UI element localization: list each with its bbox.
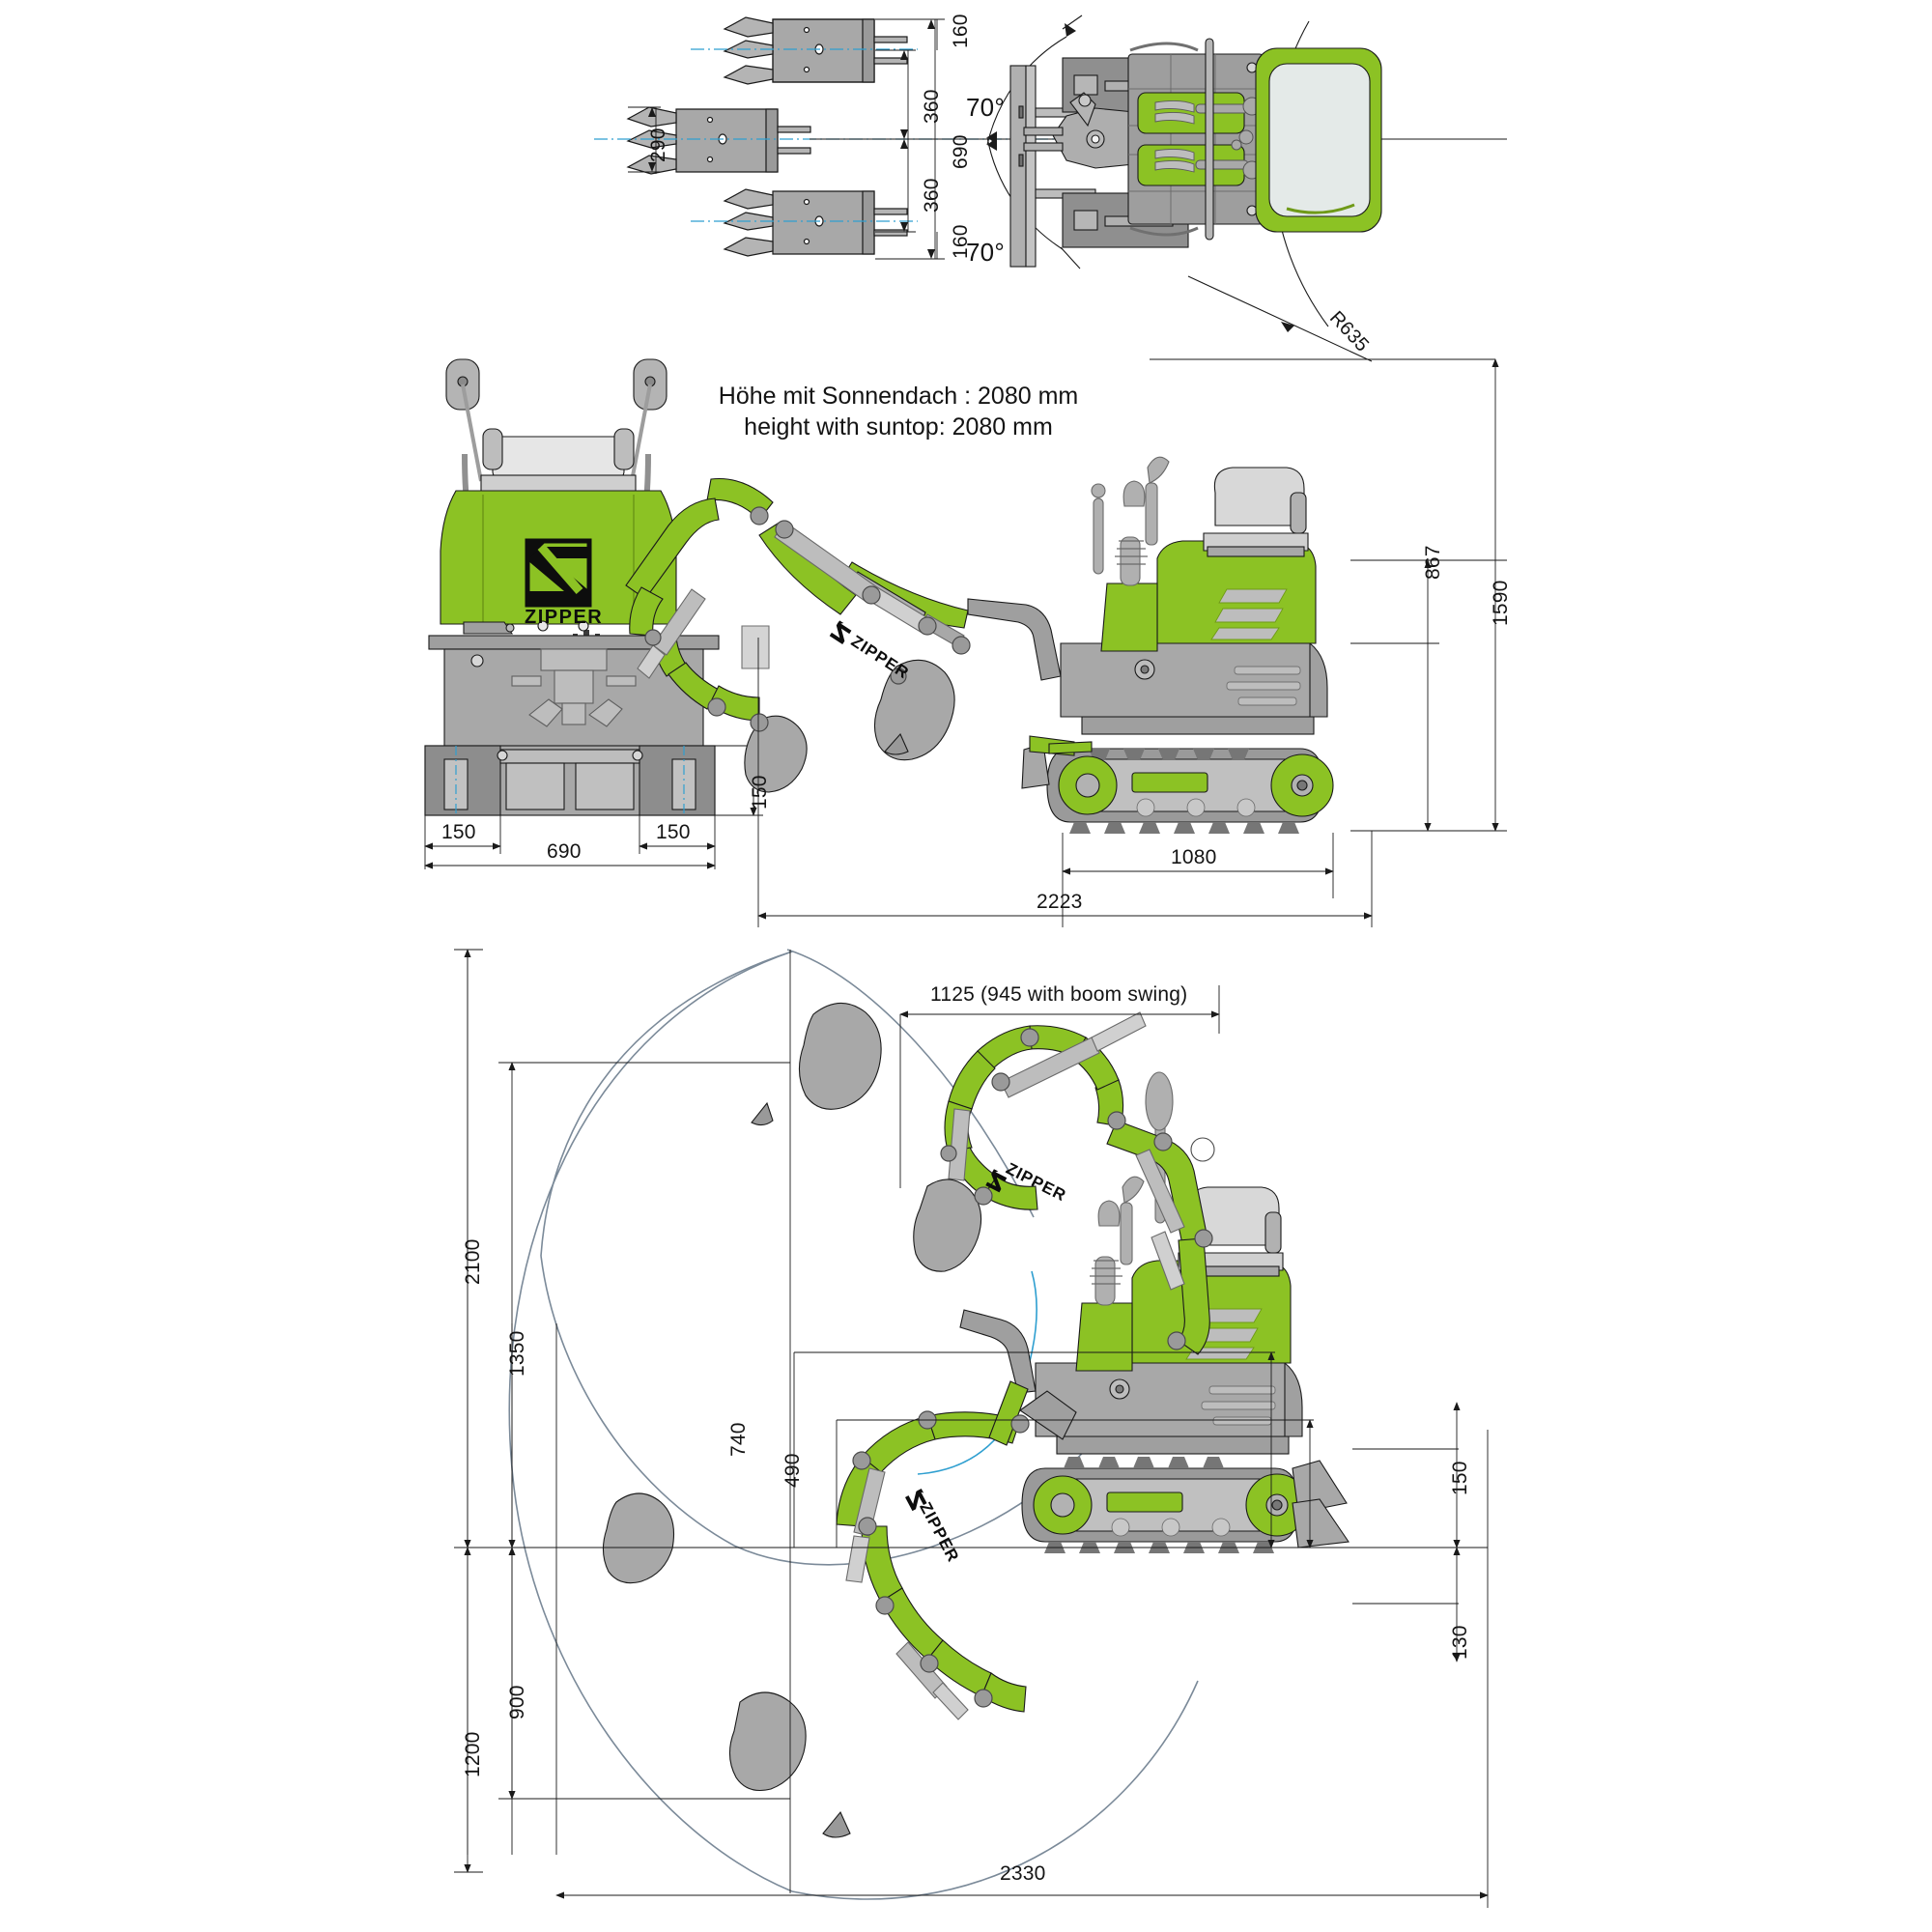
suntop-note-en: height with suntop: 2080 mm [744, 413, 1053, 440]
range-dimension-lines [454, 949, 1489, 1908]
dim-track-width-left: 150 [441, 821, 476, 843]
dim-boom-swing-width: 1125 (945 with boom swing) [930, 983, 1188, 1006]
dim-bucket-top-offset: 160 [950, 14, 972, 48]
dim-swing-angle-upper: 70° [966, 93, 1005, 122]
side-boom [625, 477, 1062, 793]
dim-overall-width: 690 [547, 840, 582, 863]
dim-max-reach: 2330 [1000, 1862, 1046, 1885]
dim-max-dump-height: 1350 [506, 1330, 528, 1377]
suntop-note-de: Höhe mit Sonnendach : 2080 mm [718, 383, 1079, 410]
dim-bucket-center-to-bottom: 360 [921, 178, 943, 213]
dim-blade-lift-height: 150 [1449, 1461, 1471, 1495]
dim-reach-490: 490 [781, 1453, 804, 1488]
dim-cabin-height: 867 [1422, 545, 1444, 580]
dim-max-dig-height: 2100 [462, 1238, 484, 1285]
dim-max-dig-depth: 900 [506, 1685, 528, 1719]
machine-range-view [602, 1002, 1350, 1838]
dim-overall-length: 2223 [1037, 891, 1083, 913]
range-boom-lower [602, 1380, 1030, 1838]
bucket-centerlines [594, 48, 1092, 222]
machine-front-view [424, 358, 720, 816]
dim-max-vertical-depth: 1200 [462, 1731, 484, 1777]
dim-reach-740: 740 [727, 1422, 750, 1457]
dim-track-length: 1080 [1171, 846, 1217, 868]
dim-bucket-width: 290 [647, 128, 669, 162]
dim-swing-total: 690 [950, 134, 972, 169]
bucket-bottom [723, 188, 908, 257]
bucket-top [723, 16, 908, 85]
machine-top-view [1009, 38, 1382, 268]
range-boom-upper [751, 1002, 1215, 1394]
dim-track-shoe-height: 150 [749, 775, 771, 810]
front-view-logo: ZIPPER [525, 607, 604, 628]
dim-track-width-right: 150 [656, 821, 691, 843]
dim-swing-angle-lower: 70° [966, 238, 1005, 267]
dim-blade-dig-depth: 130 [1449, 1625, 1471, 1660]
dim-bucket-top-to-center: 360 [921, 89, 943, 124]
machine-side-view [625, 456, 1334, 834]
sideview-dimension-lines [757, 358, 1507, 927]
dim-overall-height: 1590 [1490, 580, 1512, 626]
topview-dimension-lines [628, 18, 945, 260]
